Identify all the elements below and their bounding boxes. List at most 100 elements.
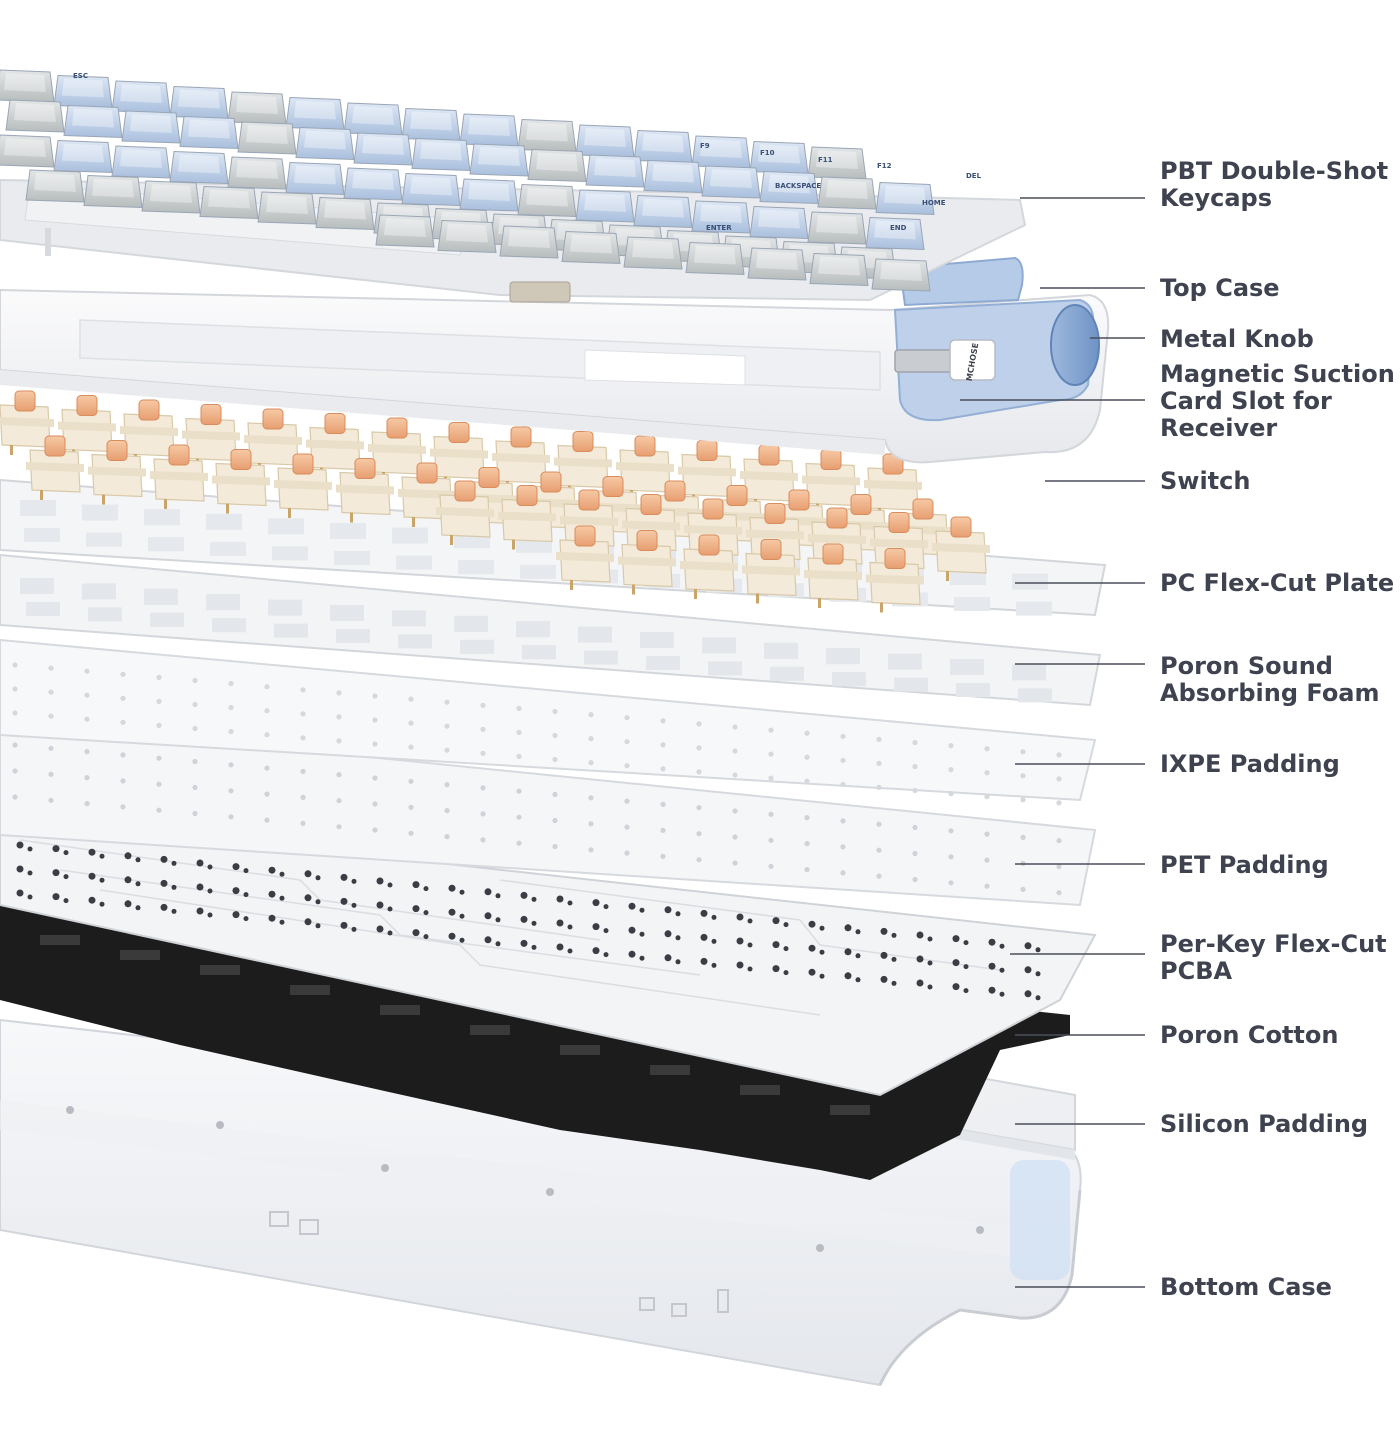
pet-dot	[876, 821, 882, 827]
label-line: PET Padding	[1160, 851, 1329, 879]
pcb-hole	[52, 845, 60, 853]
pcb-hole	[772, 941, 780, 949]
pcb-hole	[639, 907, 645, 913]
pet-dot	[444, 808, 450, 814]
pcb-hole	[171, 884, 177, 890]
foam-cutout	[764, 642, 798, 659]
pcb-hole	[232, 863, 240, 871]
esc-legend: ESC	[73, 72, 88, 80]
pcb-hole	[556, 943, 564, 951]
keycap-top	[352, 106, 394, 125]
ixpe-dot	[264, 708, 270, 714]
switch-flange	[804, 570, 862, 580]
ixpe-dot	[12, 662, 18, 668]
pcb-hole	[88, 896, 96, 904]
ixpe-dot	[156, 674, 162, 681]
ixpe-dot	[444, 723, 450, 729]
pcb-hole	[495, 917, 501, 923]
pet-dot	[948, 828, 954, 834]
keycap-top	[758, 209, 800, 229]
pet-dot	[156, 755, 162, 761]
pet-dot	[444, 782, 450, 788]
ixpe-dot	[12, 686, 18, 692]
switch-stem	[262, 408, 284, 430]
pet-dot	[696, 857, 702, 863]
ixpe-dot	[48, 713, 54, 719]
switch-flange	[742, 565, 800, 576]
label-top-case: Top Case	[1160, 275, 1280, 302]
switch-stem	[702, 498, 724, 520]
switch-pin	[756, 593, 759, 604]
keycap-top	[526, 187, 568, 207]
pcb-hole	[531, 944, 537, 950]
pcb-hole	[196, 883, 204, 891]
keycap-top	[816, 215, 858, 234]
switch-stem	[540, 471, 562, 493]
plate-cutout	[458, 560, 494, 575]
keycap-top	[304, 130, 346, 150]
plate-cutout	[24, 528, 60, 542]
keycap	[871, 258, 931, 292]
pcb-hole	[880, 951, 888, 959]
pcb-hole	[736, 937, 744, 945]
switch-flange	[182, 430, 240, 441]
keycap-top	[818, 256, 860, 276]
ixpe-dot	[480, 750, 486, 756]
keycap-top	[508, 229, 550, 248]
pet-dot	[552, 817, 558, 824]
pet-dot	[732, 834, 738, 840]
ixpe-dot	[444, 747, 450, 753]
pcb-hole	[304, 870, 312, 878]
ixpe-dot	[732, 772, 738, 778]
pcb-hole	[340, 921, 348, 929]
label-line: Poron Sound	[1160, 652, 1333, 680]
keycap-top	[178, 89, 220, 109]
switch-stem	[200, 404, 222, 425]
pcb-hole	[135, 881, 141, 887]
keycap-top	[584, 128, 626, 147]
pcb-hole	[495, 893, 501, 899]
keycap-top	[526, 122, 568, 142]
pcb-hole	[423, 886, 429, 892]
pcb-hole	[135, 905, 141, 911]
ixpe-dot	[1056, 752, 1062, 758]
pcb-hole	[448, 908, 456, 916]
pcb-hole	[999, 943, 1005, 949]
keycap-top	[632, 240, 674, 259]
pet-dot	[228, 762, 234, 768]
switch-stem	[912, 498, 934, 520]
keycap-top	[150, 184, 192, 203]
pcb-hole	[700, 957, 708, 965]
pcb-hole	[567, 924, 573, 930]
pcb-hole	[675, 935, 681, 941]
switch	[430, 422, 488, 487]
pet-dot	[624, 798, 630, 804]
foam-cutout	[522, 645, 556, 660]
label-line: PBT Double-Shot	[1160, 157, 1389, 185]
ixpe-dot	[984, 770, 990, 776]
pcb-hole	[819, 973, 825, 979]
ixpe-dot	[408, 744, 414, 750]
ixpe-dot	[876, 784, 882, 791]
pcb-hole	[171, 908, 177, 914]
keycap-top	[880, 262, 922, 281]
switch-stem	[324, 413, 346, 434]
keycap-top	[816, 150, 858, 169]
foam-cutout	[1012, 664, 1046, 681]
pet-dot	[300, 820, 306, 827]
foam-cutout	[144, 588, 178, 605]
ixpe-dot	[480, 726, 486, 732]
foam-cutout	[770, 666, 804, 681]
switch-flange	[622, 520, 680, 531]
pcb-hole	[27, 894, 33, 900]
pcb-hole	[16, 889, 24, 897]
pet-dot	[696, 805, 702, 811]
label-line: Magnetic Suction	[1160, 360, 1395, 388]
pet-dot	[264, 765, 270, 771]
label-ixpe: IXPE Padding	[1160, 751, 1340, 778]
pcb-hole	[664, 954, 672, 962]
pcb-hole	[556, 919, 564, 927]
switch	[804, 543, 862, 608]
foam-cutout	[702, 637, 736, 654]
ixpe-dot	[48, 665, 54, 671]
